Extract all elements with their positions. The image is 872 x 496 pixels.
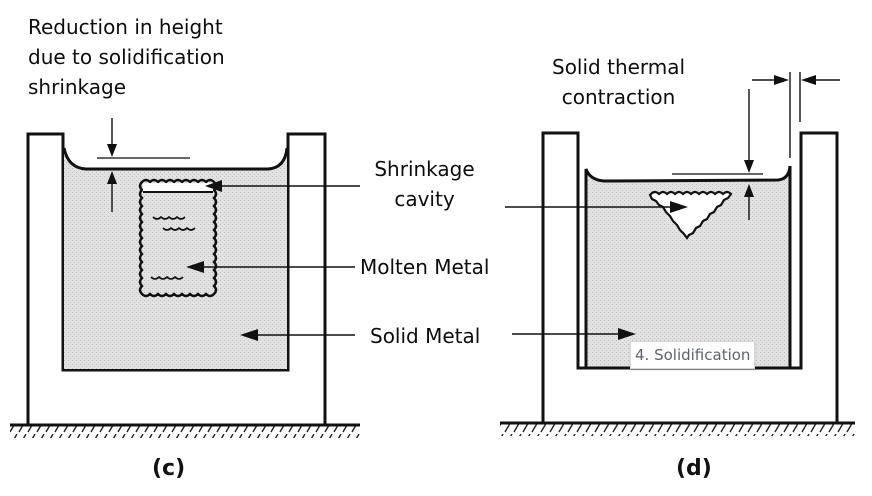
- diagram-c: [10, 118, 360, 438]
- label-thermal-contraction: Solid thermal contraction: [552, 55, 686, 109]
- arrow-left-icon: [240, 329, 258, 341]
- ground-hatch-c: [10, 426, 360, 438]
- liquid-ripple: [162, 226, 196, 231]
- arrow-right-icon: [774, 75, 789, 85]
- liquid-ripple: [152, 215, 186, 220]
- arrow-down-icon: [107, 144, 117, 157]
- arrow-left-icon: [801, 75, 816, 85]
- caption-d: (d): [676, 456, 712, 481]
- arrow-left-icon: [205, 180, 222, 192]
- shrinkage-cavity-c: [143, 183, 213, 192]
- mold-c: [26, 132, 327, 425]
- label-molten-metal: Molten Metal: [360, 255, 490, 279]
- solid-outline-d: [584, 165, 792, 370]
- arrow-down-icon: [744, 160, 754, 173]
- liquid-ripple: [150, 275, 184, 280]
- arrow-right-icon: [670, 201, 688, 213]
- arrow-up-icon: [744, 184, 754, 197]
- ground-hatch-d: [500, 424, 855, 436]
- solid-metal-d: [586, 166, 790, 367]
- metal-top-surface-c: [62, 147, 289, 171]
- tooltip-solidification: 4. Solidification: [630, 341, 756, 369]
- diagram-d: [500, 72, 855, 436]
- label-solid-metal: Solid Metal: [370, 324, 481, 348]
- label-height-reduction: Reduction in height due to solidificatio…: [28, 15, 225, 99]
- caption-c: (c): [152, 456, 186, 481]
- arrow-left-icon: [186, 261, 204, 273]
- arrow-up-icon: [107, 171, 117, 184]
- arrow-right-icon: [618, 328, 636, 340]
- label-shrinkage-cavity: Shrinkage cavity: [374, 157, 475, 211]
